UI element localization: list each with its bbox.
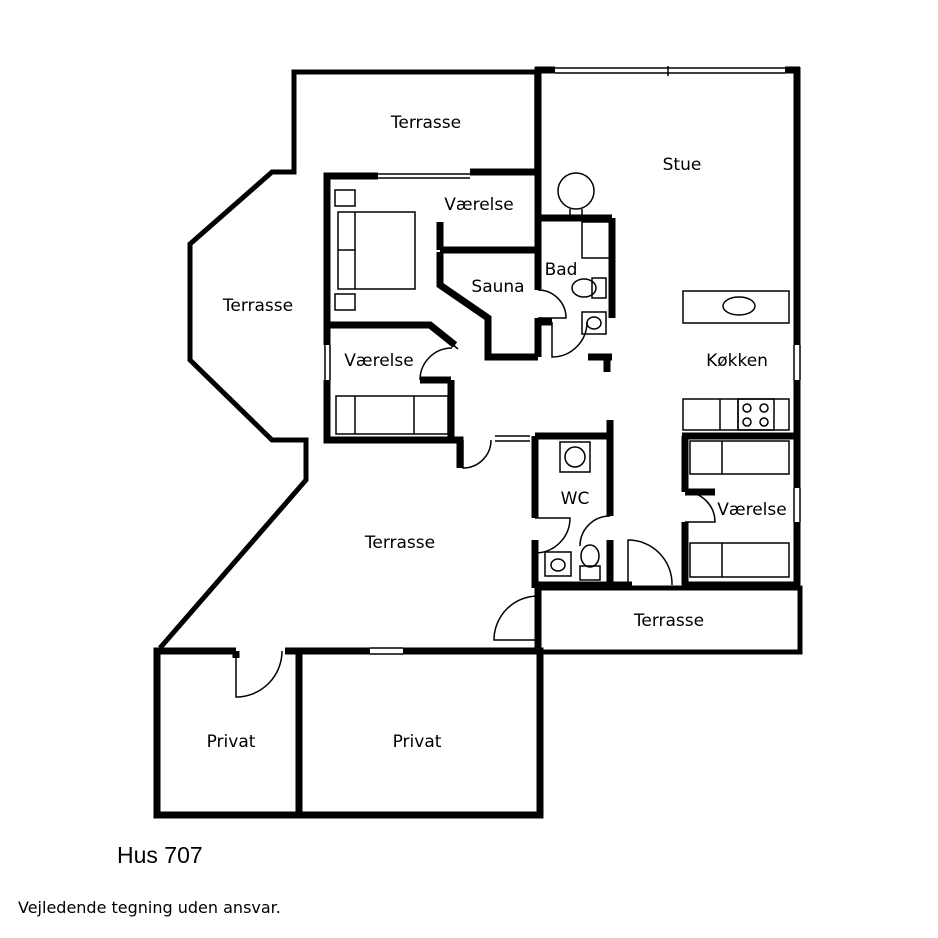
disclaimer-note: Vejledende tegning uden ansvar. bbox=[18, 898, 281, 917]
label-vaerelse-top: Værelse bbox=[444, 195, 513, 215]
label-terrasse-center: Terrasse bbox=[364, 533, 435, 553]
label-sauna: Sauna bbox=[471, 277, 524, 297]
label-bad: Bad bbox=[545, 260, 578, 280]
label-privat-left: Privat bbox=[207, 732, 256, 752]
plan-title: Hus 707 bbox=[117, 842, 203, 868]
furniture bbox=[334, 172, 790, 581]
label-wc: WC bbox=[561, 489, 590, 509]
doors bbox=[235, 289, 716, 698]
label-terrasse-bottom-right: Terrasse bbox=[633, 611, 704, 631]
label-terrasse-left: Terrasse bbox=[222, 296, 293, 316]
label-vaerelse-left: Værelse bbox=[344, 351, 413, 371]
label-kokken: Køkken bbox=[706, 351, 768, 371]
label-terrasse-top: Terrasse bbox=[390, 113, 461, 133]
house-walls bbox=[323, 66, 801, 652]
room-labels: Terrasse Terrasse Terrasse Terrasse Stue… bbox=[207, 113, 787, 752]
label-vaerelse-right: Værelse bbox=[717, 500, 786, 520]
terrace-outlines bbox=[158, 69, 803, 655]
label-privat-right: Privat bbox=[393, 732, 442, 752]
label-stue: Stue bbox=[663, 155, 702, 175]
